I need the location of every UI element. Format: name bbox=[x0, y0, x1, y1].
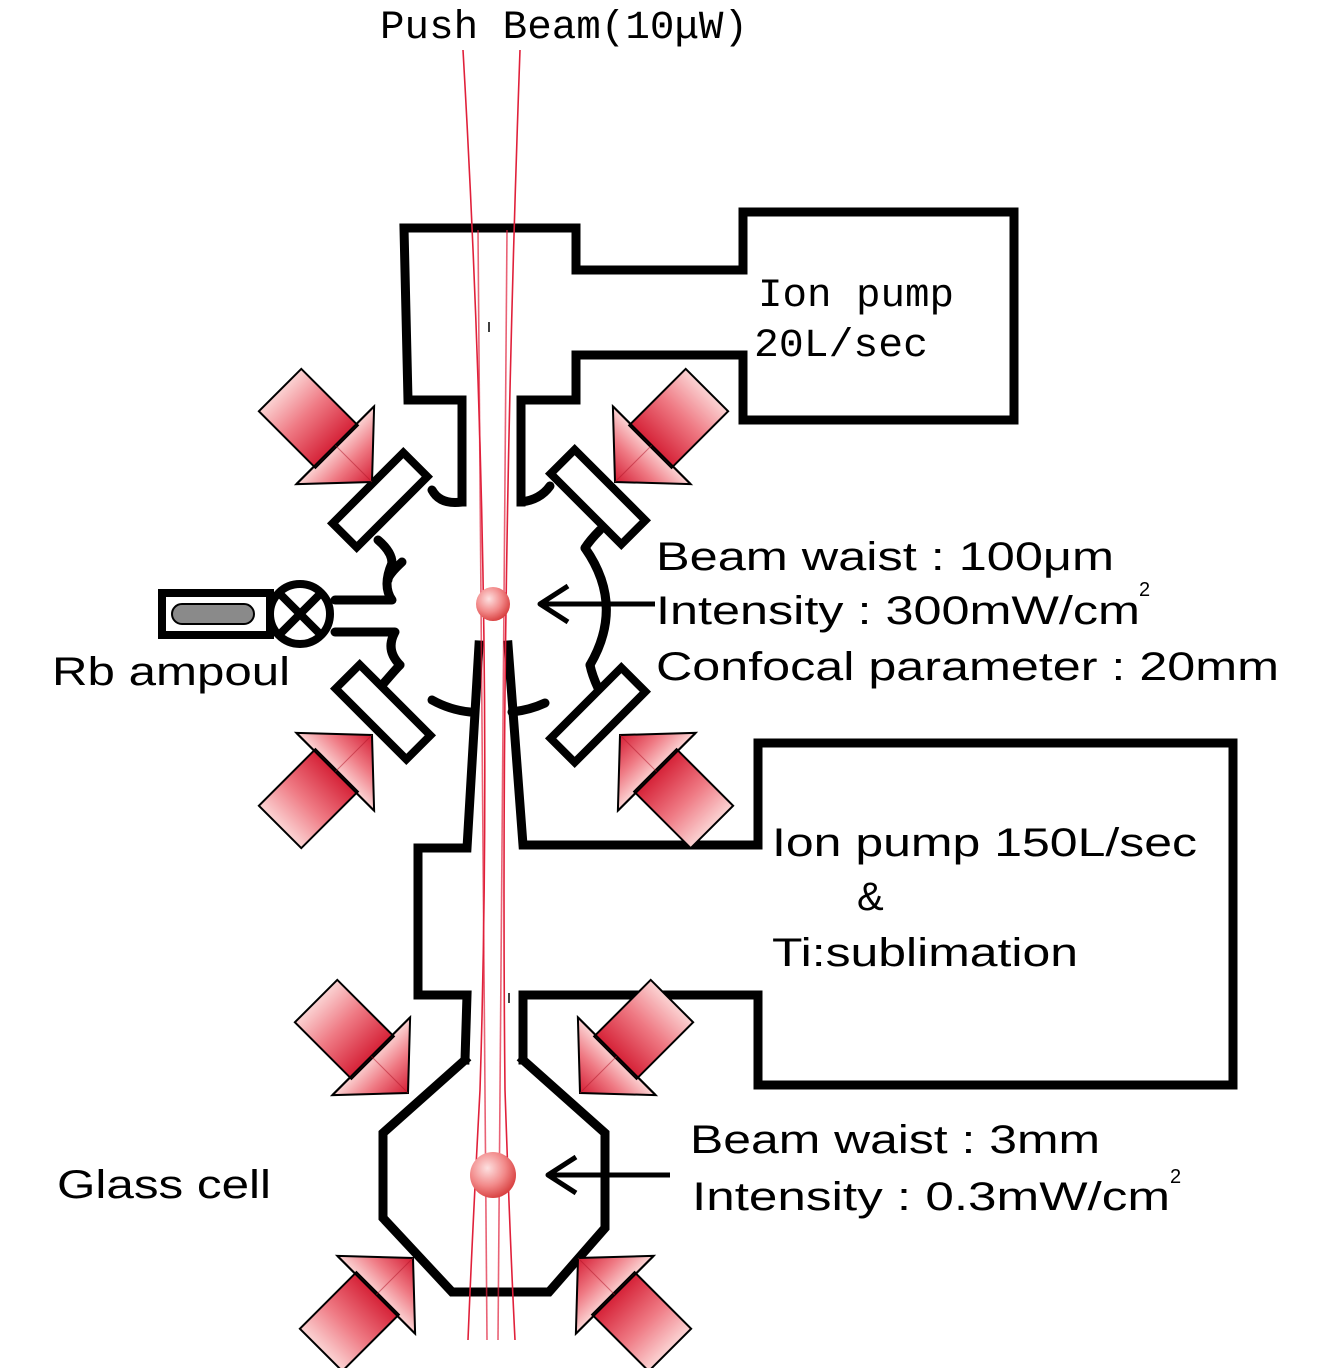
cell-intensity: Intensity : 0.3mW/cm bbox=[692, 1175, 1170, 1219]
push-beam-right bbox=[503, 49, 521, 1341]
ti-sublimation-label: Ti:sublimation bbox=[772, 931, 1078, 975]
rb-ampoule bbox=[158, 589, 274, 639]
mot-chamber-left-upper-edge bbox=[373, 535, 397, 568]
viewport-window-upper-right bbox=[544, 443, 652, 551]
push-beam-label: Push Beam(10μW) bbox=[380, 6, 748, 51]
pointer-arrow-mot bbox=[537, 583, 655, 625]
mot-confocal: Confocal parameter : 20mm bbox=[656, 645, 1279, 689]
mot-atom-cloud bbox=[476, 587, 510, 621]
rb-ampoul-label: Rb ampoul bbox=[52, 650, 290, 694]
glass-cell-atom-cloud bbox=[470, 1152, 516, 1198]
cell-laser-arrow-upper-right bbox=[540, 961, 712, 1133]
push-beam-left bbox=[462, 49, 486, 1341]
mot-intensity: Intensity : 300mW/cm bbox=[656, 589, 1140, 633]
diff-tube-left-wall bbox=[413, 640, 484, 1065]
viewport-window-lower-left bbox=[329, 658, 437, 766]
valve-icon bbox=[266, 580, 334, 648]
mot-beam-waist: Beam waist : 100μm bbox=[656, 535, 1114, 579]
mot-chamber-left-port bbox=[330, 627, 405, 670]
glass-cell bbox=[378, 1053, 610, 1297]
mot-intensity-superscript: 2 bbox=[1139, 579, 1150, 601]
upper-tube-wall-left bbox=[399, 207, 1019, 507]
glass-cell-label: Glass cell bbox=[57, 1163, 271, 1207]
cell-laser-arrow-lower-right bbox=[538, 1218, 710, 1368]
ion-pump-large-label: Ion pump 150L/sec bbox=[772, 821, 1197, 865]
mot-chamber-arc-left bbox=[330, 558, 397, 605]
ion-pump-small-speed: 20L/sec bbox=[754, 324, 928, 369]
cell-intensity-superscript: 2 bbox=[1170, 1166, 1181, 1188]
ion-pump-small-label: Ion pump bbox=[758, 274, 954, 319]
pointer-arrow-cell bbox=[545, 1154, 670, 1196]
cell-laser-arrow-lower-left bbox=[281, 1218, 453, 1368]
mot-chamber-right-upper-edge bbox=[580, 525, 605, 553]
mot-chamber-upper-left-wall bbox=[427, 485, 467, 507]
viewport-window-upper-left bbox=[326, 446, 434, 554]
viewport-window-lower-right bbox=[544, 661, 652, 769]
ion-pump-large-and: & bbox=[857, 875, 884, 919]
mot-chamber-upper-right-wall bbox=[516, 481, 555, 507]
mot-chamber-bottom-left-arc bbox=[427, 695, 475, 717]
cell-beam-waist: Beam waist : 3mm bbox=[690, 1118, 1100, 1162]
mot-chamber-right-lower-edge bbox=[585, 660, 603, 693]
